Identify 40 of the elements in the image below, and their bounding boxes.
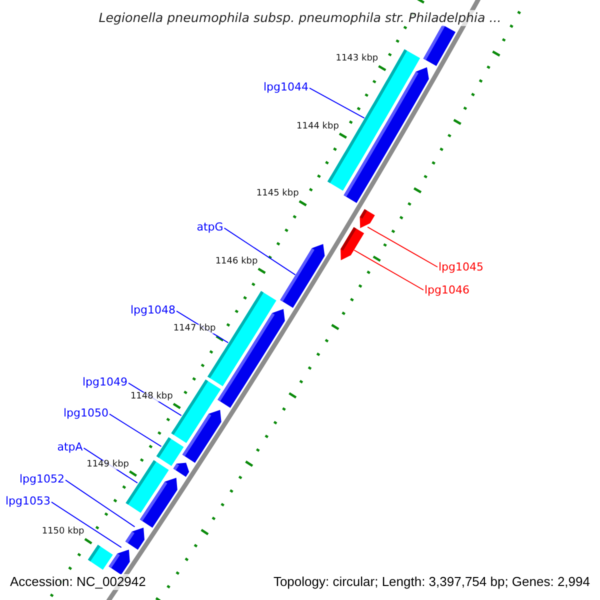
gene-bar bbox=[88, 544, 113, 570]
leader-line bbox=[65, 480, 136, 528]
leader-line bbox=[109, 414, 162, 447]
gene-bar bbox=[173, 462, 190, 477]
gene-label: atpG bbox=[196, 222, 224, 232]
gene-bar bbox=[182, 410, 222, 463]
scale-label: 1148 kbp bbox=[130, 392, 173, 402]
gene-bar bbox=[344, 67, 429, 203]
gene-bar bbox=[360, 209, 375, 228]
gene-label: lpg1049 bbox=[82, 376, 128, 388]
accession-text: Accession: NC_002942 bbox=[8, 574, 148, 590]
leader-line bbox=[354, 250, 424, 290]
scale-label: 1150 kbp bbox=[42, 528, 84, 537]
gene-bar bbox=[218, 308, 285, 408]
gene-label: lpg1044 bbox=[264, 82, 308, 92]
gene-bar bbox=[340, 227, 364, 260]
gene-bar bbox=[125, 528, 144, 550]
scale-label: 1145 kbp bbox=[256, 190, 299, 199]
gene-label: lpg1052 bbox=[20, 474, 64, 484]
gene-label: atpA bbox=[57, 442, 83, 452]
gene-label: lpg1048 bbox=[130, 304, 176, 316]
scale-label: 1149 kbp bbox=[86, 460, 130, 470]
leader-line bbox=[224, 228, 296, 276]
gene-bar bbox=[280, 244, 325, 308]
leader-line bbox=[51, 502, 122, 548]
scale-label: 1143 kbp bbox=[336, 54, 378, 64]
gene-bar bbox=[423, 24, 456, 66]
scale-label: 1144 kbp bbox=[296, 122, 339, 132]
gene-label: lpg1045 bbox=[438, 262, 484, 272]
genome-summary-text: Topology: circular; Length: 3,397,754 bp; Genes: 2,994 bbox=[271, 574, 592, 590]
gene-label: lpg1046 bbox=[424, 284, 470, 296]
gene-label: lpg1050 bbox=[64, 408, 108, 418]
scale-label: 1147 kbp bbox=[173, 324, 216, 334]
scale-label: 1146 kbp bbox=[215, 257, 258, 266]
gene-bar bbox=[108, 550, 130, 575]
gene-label: lpg1053 bbox=[6, 496, 50, 506]
leader-line bbox=[367, 226, 438, 268]
gene-bar bbox=[140, 478, 178, 528]
gene-bar bbox=[156, 437, 184, 466]
leader-line bbox=[309, 88, 365, 119]
